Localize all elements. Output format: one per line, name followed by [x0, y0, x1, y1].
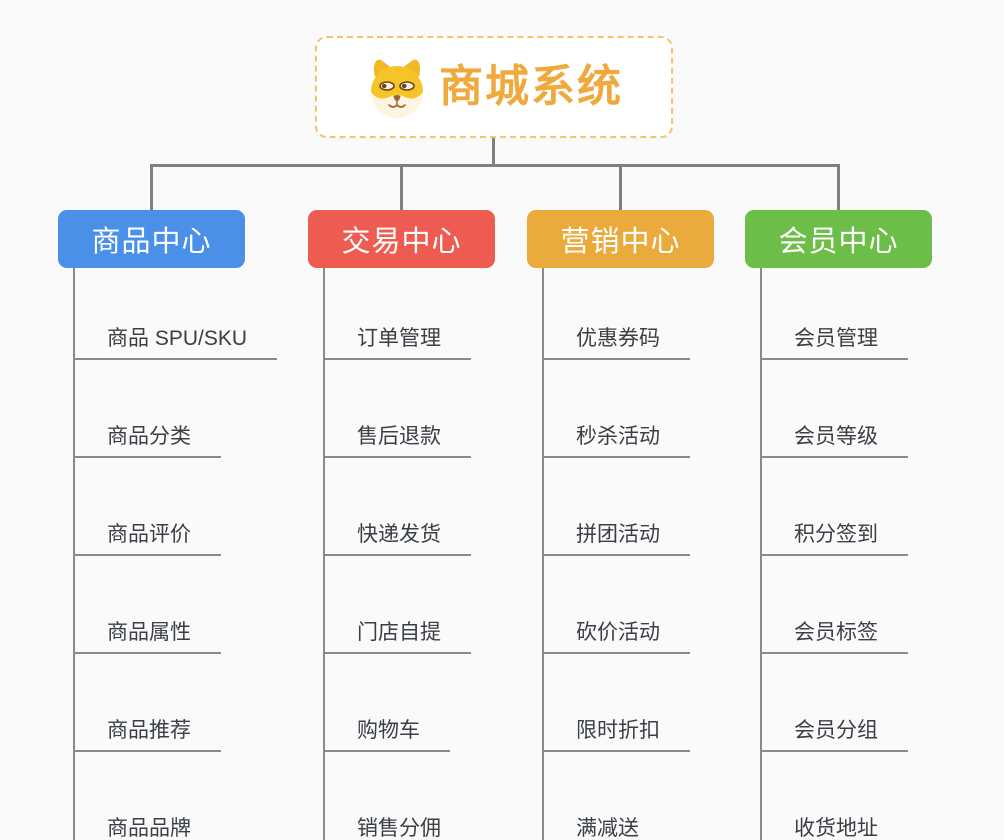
subtopic-bargain-activity[interactable]: 砍价活动: [544, 556, 690, 654]
subtopic-aftersale-refund[interactable]: 售后退款: [325, 360, 471, 458]
subtopic-member-group[interactable]: 会员分组: [762, 654, 908, 752]
subtopic-express-delivery[interactable]: 快递发货: [325, 458, 471, 556]
subtopic-coupon-code[interactable]: 优惠券码: [544, 268, 690, 360]
branch-header-trade-center[interactable]: 交易中心: [308, 210, 495, 268]
connector-drop-product: [150, 165, 153, 210]
dog-face-icon: [371, 59, 423, 118]
branch-header-member-center[interactable]: 会员中心: [745, 210, 932, 268]
subtopic-limited-time-discount[interactable]: 限时折扣: [544, 654, 690, 752]
subtopic-product-category[interactable]: 商品分类: [75, 360, 221, 458]
subtopic-shipping-address[interactable]: 收货地址: [762, 752, 908, 840]
subtopic-full-reduction[interactable]: 满减送: [544, 752, 669, 840]
subtopic-group-buy[interactable]: 拼团活动: [544, 458, 690, 556]
connector-root-stub: [492, 138, 495, 167]
connector-drop-marketing: [619, 165, 622, 210]
subtopic-product-attribute[interactable]: 商品属性: [75, 556, 221, 654]
branch-header-product-center[interactable]: 商品中心: [58, 210, 245, 268]
subtopic-member-management[interactable]: 会员管理: [762, 268, 908, 360]
subtopic-member-level[interactable]: 会员等级: [762, 360, 908, 458]
subtopic-product-recommend[interactable]: 商品推荐: [75, 654, 221, 752]
branch-marketing-center: 营销中心 优惠券码 秒杀活动 拼团活动 砍价活动 限时折扣 满减送: [527, 210, 714, 840]
connector-horizontal-bar: [150, 164, 840, 167]
subtopic-product-brand[interactable]: 商品品牌: [75, 752, 221, 840]
branch-children-trade-center: 订单管理 售后退款 快递发货 门店自提 购物车 销售分佣: [323, 268, 471, 840]
subtopic-sales-commission[interactable]: 销售分佣: [325, 752, 471, 840]
branch-member-center: 会员中心 会员管理 会员等级 积分签到 会员标签 会员分组 收货地址: [745, 210, 932, 840]
subtopic-shopping-cart[interactable]: 购物车: [325, 654, 450, 752]
subtopic-store-pickup[interactable]: 门店自提: [325, 556, 471, 654]
subtopic-member-tag[interactable]: 会员标签: [762, 556, 908, 654]
branch-children-product-center: 商品 SPU/SKU 商品分类 商品评价 商品属性 商品推荐 商品品牌: [73, 268, 278, 840]
subtopic-flash-sale[interactable]: 秒杀活动: [544, 360, 690, 458]
root-topic[interactable]: 商城系统: [315, 36, 673, 138]
branch-product-center: 商品中心 商品 SPU/SKU 商品分类 商品评价 商品属性 商品推荐 商品品牌: [58, 210, 278, 840]
branch-trade-center: 交易中心 订单管理 售后退款 快递发货 门店自提 购物车 销售分佣: [308, 210, 495, 840]
connector-drop-trade: [400, 165, 403, 210]
subtopic-product-spu-sku[interactable]: 商品 SPU/SKU: [75, 268, 278, 360]
branch-children-marketing-center: 优惠券码 秒杀活动 拼团活动 砍价活动 限时折扣 满减送: [542, 268, 690, 840]
branch-header-marketing-center[interactable]: 营销中心: [527, 210, 714, 268]
branch-children-member-center: 会员管理 会员等级 积分签到 会员标签 会员分组 收货地址: [760, 268, 908, 840]
subtopic-points-checkin[interactable]: 积分签到: [762, 458, 908, 556]
root-topic-title: 商城系统: [439, 62, 623, 111]
connector-drop-member: [837, 165, 840, 210]
subtopic-order-management[interactable]: 订单管理: [325, 268, 471, 360]
subtopic-product-review[interactable]: 商品评价: [75, 458, 221, 556]
